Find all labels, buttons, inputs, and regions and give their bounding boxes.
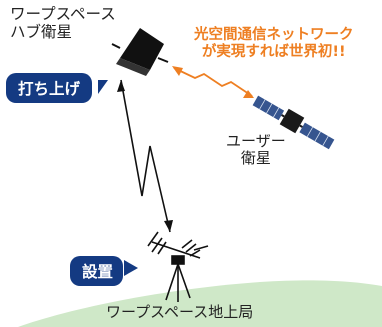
headline-callout: 光空間通信ネットワーク が実現すれば世界初!! <box>194 27 354 62</box>
launch-badge: 打ち上げ <box>6 73 93 103</box>
headline-line2: が実現すれば世界初!! <box>201 44 346 61</box>
ground-station-icon <box>147 231 209 302</box>
install-badge-tail <box>124 260 138 276</box>
headline-line1: 光空間通信ネットワーク <box>194 27 354 43</box>
launch-badge-tail <box>98 80 108 94</box>
hub-satellite-line1: ワープスペース <box>10 5 116 23</box>
user-satellite-line2: 衛星 <box>240 149 271 168</box>
user-satellite-icon <box>252 95 335 150</box>
hub-satellite-line2: ハブ衛星 <box>10 22 73 41</box>
optical-link-arrow <box>172 66 254 98</box>
hub-satellite-icon <box>111 28 169 76</box>
user-satellite-line1: ユーザー <box>226 132 286 150</box>
ground-hill <box>18 280 382 327</box>
hub-satellite-label: ワープスペース ハブ衛星 <box>10 5 116 42</box>
install-badge: 設置 <box>70 256 124 286</box>
ground-station-label: ワープスペース地上局 <box>106 303 254 321</box>
user-satellite-label: ユーザー 衛星 <box>226 132 286 168</box>
uplink-zigzag-arrow <box>117 79 173 233</box>
